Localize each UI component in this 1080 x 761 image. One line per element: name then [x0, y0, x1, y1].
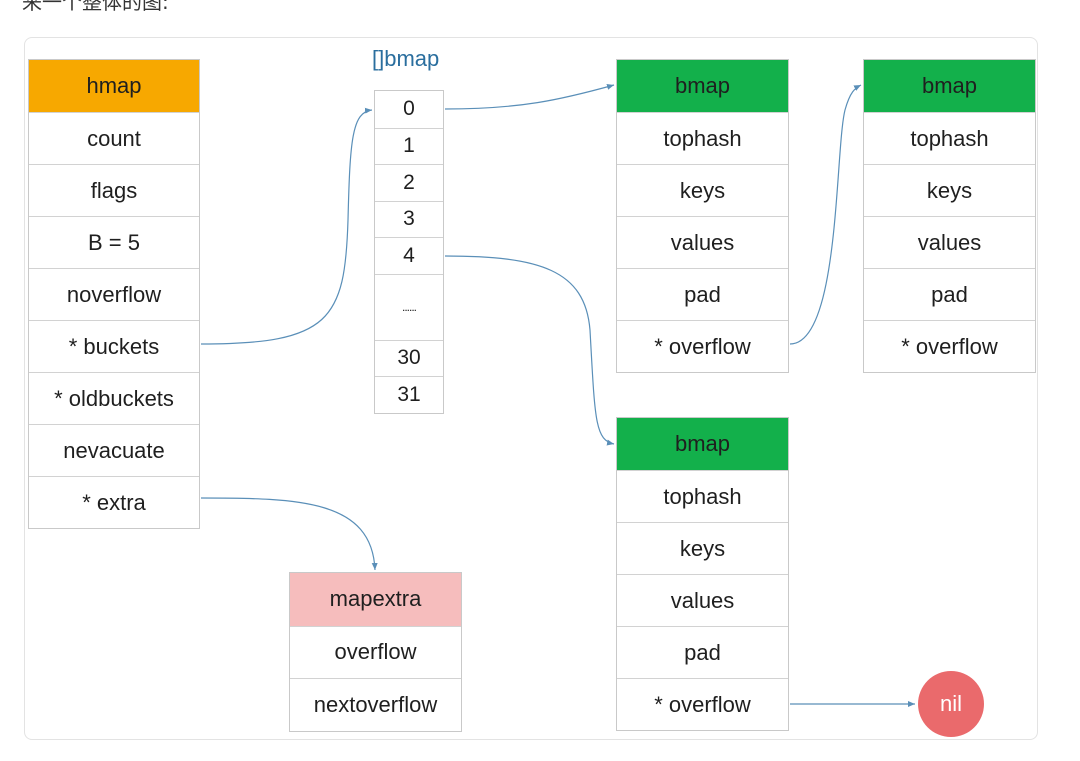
bucket-array-title: []bmap — [372, 46, 440, 71]
bucket-index-30: 30 — [375, 339, 443, 377]
bucket-index-31: 31 — [375, 376, 443, 413]
mapextra-field-nextoverflow: nextoverflow — [290, 678, 461, 731]
hmap-field-noverflow: noverflow — [29, 268, 199, 320]
arrow-bucket0-to-bmap — [444, 83, 615, 110]
bmap-field-overflow: * overflow — [617, 678, 788, 730]
hmap-field-nevacuate: nevacuate — [29, 424, 199, 476]
bmap-field-keys: keys — [617, 522, 788, 574]
bmap-field-pad: pad — [617, 268, 788, 320]
hmap-header: hmap — [29, 60, 199, 112]
nil-node: nil — [918, 671, 984, 737]
bmap-field-tophash: tophash — [864, 112, 1035, 164]
hmap-field-b: B = 5 — [29, 216, 199, 268]
page-caption: 来一个整体的图: — [22, 0, 169, 14]
bucket-index-1: 1 — [375, 127, 443, 165]
bucket-index-0: 0 — [403, 97, 415, 121]
bmap-bucket-4: bmap tophash keys values pad * overflow — [616, 417, 789, 731]
bmap-field-keys: keys — [617, 164, 788, 216]
diagram-frame — [24, 37, 1038, 740]
bmap-overflow-bucket: bmap tophash keys values pad * overflow — [863, 59, 1036, 373]
mapextra-header: mapextra — [290, 573, 461, 626]
bmap-header: bmap — [864, 60, 1035, 112]
arrow-buckets-to-array — [200, 107, 373, 345]
bmap-field-pad: pad — [617, 626, 788, 678]
bmap-field-overflow: * overflow — [864, 320, 1035, 372]
hmap-field-flags: flags — [29, 164, 199, 216]
bucket-index-ellipsis: ...... — [375, 273, 443, 340]
mapextra-field-overflow: overflow — [290, 625, 461, 679]
bmap-field-tophash: tophash — [617, 470, 788, 522]
bucket-index-3: 3 — [375, 200, 443, 238]
hmap-field-buckets: * buckets — [29, 320, 199, 372]
bmap-field-tophash: tophash — [617, 112, 788, 164]
mapextra-struct: mapextra overflow nextoverflow — [289, 572, 462, 732]
bmap-bucket-0: bmap tophash keys values pad * overflow — [616, 59, 789, 373]
bmap-field-overflow: * overflow — [617, 320, 788, 372]
hmap-field-oldbuckets: * oldbuckets — [29, 372, 199, 424]
hmap-field-count: count — [29, 112, 199, 164]
bucket-index-4: 4 — [375, 237, 443, 274]
hmap-field-extra: * extra — [29, 476, 199, 528]
bmap-header: bmap — [617, 60, 788, 112]
bmap-field-pad: pad — [864, 268, 1035, 320]
bmap-field-keys: keys — [864, 164, 1035, 216]
arrow-extra-to-mapextra — [200, 497, 378, 571]
bmap-field-values: values — [864, 216, 1035, 268]
bmap-field-values: values — [617, 216, 788, 268]
arrow-bucket4-to-bmap — [444, 255, 615, 446]
bucket-array: 0 1 2 3 4 ...... 30 31 — [374, 90, 444, 414]
bucket-index-2: 2 — [375, 164, 443, 201]
hmap-struct: hmap count flags B = 5 noverflow * bucke… — [28, 59, 200, 529]
arrow-overflow-to-bmap — [789, 84, 862, 345]
bmap-field-values: values — [617, 574, 788, 626]
bmap-header: bmap — [617, 418, 788, 470]
